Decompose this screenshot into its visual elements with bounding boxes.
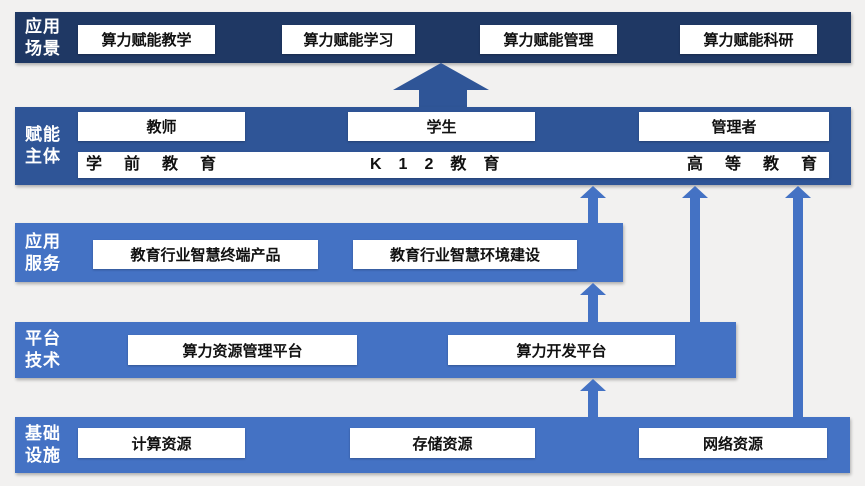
up-arrow-icon xyxy=(580,379,606,391)
label-line: 应用 xyxy=(25,16,61,36)
label-line: 应用 xyxy=(25,231,61,251)
label-line: 平台 xyxy=(25,329,61,349)
layer-empowered-subjects: 赋能 主体 教师 学生 管理者 学前教育 K12教育 高等教育 xyxy=(15,107,851,185)
layer-app-scenarios-label: 应用 场景 xyxy=(25,12,81,63)
layer-infrastructure-label: 基础 设施 xyxy=(25,417,81,473)
node-computing-resource-mgmt-platform: 算力资源管理平台 xyxy=(128,335,357,365)
node-computing-resources: 计算资源 xyxy=(78,428,245,458)
up-arrow-icon xyxy=(580,186,606,198)
label-line: 场景 xyxy=(25,38,61,58)
layer-empowered-subjects-label: 赋能 主体 xyxy=(25,107,81,185)
up-arrow-stem xyxy=(588,294,598,322)
label-line: 设施 xyxy=(25,446,61,465)
layer-app-services: 应用 服务 教育行业智慧终端产品 教育行业智慧环境建设 xyxy=(15,223,623,282)
layer-app-scenarios: 应用 场景 算力赋能教学 算力赋能学习 算力赋能管理 算力赋能科研 xyxy=(15,12,851,63)
stage-preschool-education: 学前教育 xyxy=(86,156,239,173)
node-computing-empowers-teaching: 算力赋能教学 xyxy=(78,25,215,54)
stage-k12-education: K12教育 xyxy=(370,156,517,173)
node-teachers: 教师 xyxy=(78,112,245,141)
label-line: 服务 xyxy=(25,253,61,273)
up-arrow-stem xyxy=(588,197,598,223)
label-line: 主体 xyxy=(25,147,61,166)
node-smart-environment-construction: 教育行业智慧环境建设 xyxy=(353,240,577,269)
node-network-resources: 网络资源 xyxy=(639,428,827,458)
node-smart-terminal-products: 教育行业智慧终端产品 xyxy=(93,240,318,269)
up-arrow-stem xyxy=(793,197,803,417)
node-administrators: 管理者 xyxy=(639,112,829,141)
layer-infrastructure: 基础 设施 计算资源 存储资源 网络资源 xyxy=(15,417,850,473)
block-up-arrow-icon xyxy=(393,63,489,90)
up-arrow-stem xyxy=(588,390,598,417)
up-arrow-stem xyxy=(690,197,700,322)
node-computing-dev-platform: 算力开发平台 xyxy=(448,335,675,365)
node-storage-resources: 存储资源 xyxy=(350,428,535,458)
node-computing-empowers-research: 算力赋能科研 xyxy=(680,25,817,54)
education-stage-strip: 学前教育 K12教育 高等教育 xyxy=(78,152,829,178)
up-arrow-icon xyxy=(785,186,811,198)
node-computing-empowers-learning: 算力赋能学习 xyxy=(282,25,415,54)
layer-platform-technology: 平台 技术 算力资源管理平台 算力开发平台 xyxy=(15,322,736,378)
label-line: 基础 xyxy=(25,424,61,444)
label-line: 赋能 xyxy=(25,125,61,145)
up-arrow-icon xyxy=(682,186,708,198)
up-arrow-icon xyxy=(580,283,606,295)
node-computing-empowers-management: 算力赋能管理 xyxy=(480,25,617,54)
stage-higher-education: 高等教育 xyxy=(686,156,839,173)
layer-app-services-label: 应用 服务 xyxy=(25,223,81,282)
block-up-arrow-stem xyxy=(419,89,467,107)
layer-platform-technology-label: 平台 技术 xyxy=(25,322,81,378)
label-line: 技术 xyxy=(25,351,61,370)
node-students: 学生 xyxy=(348,112,535,141)
